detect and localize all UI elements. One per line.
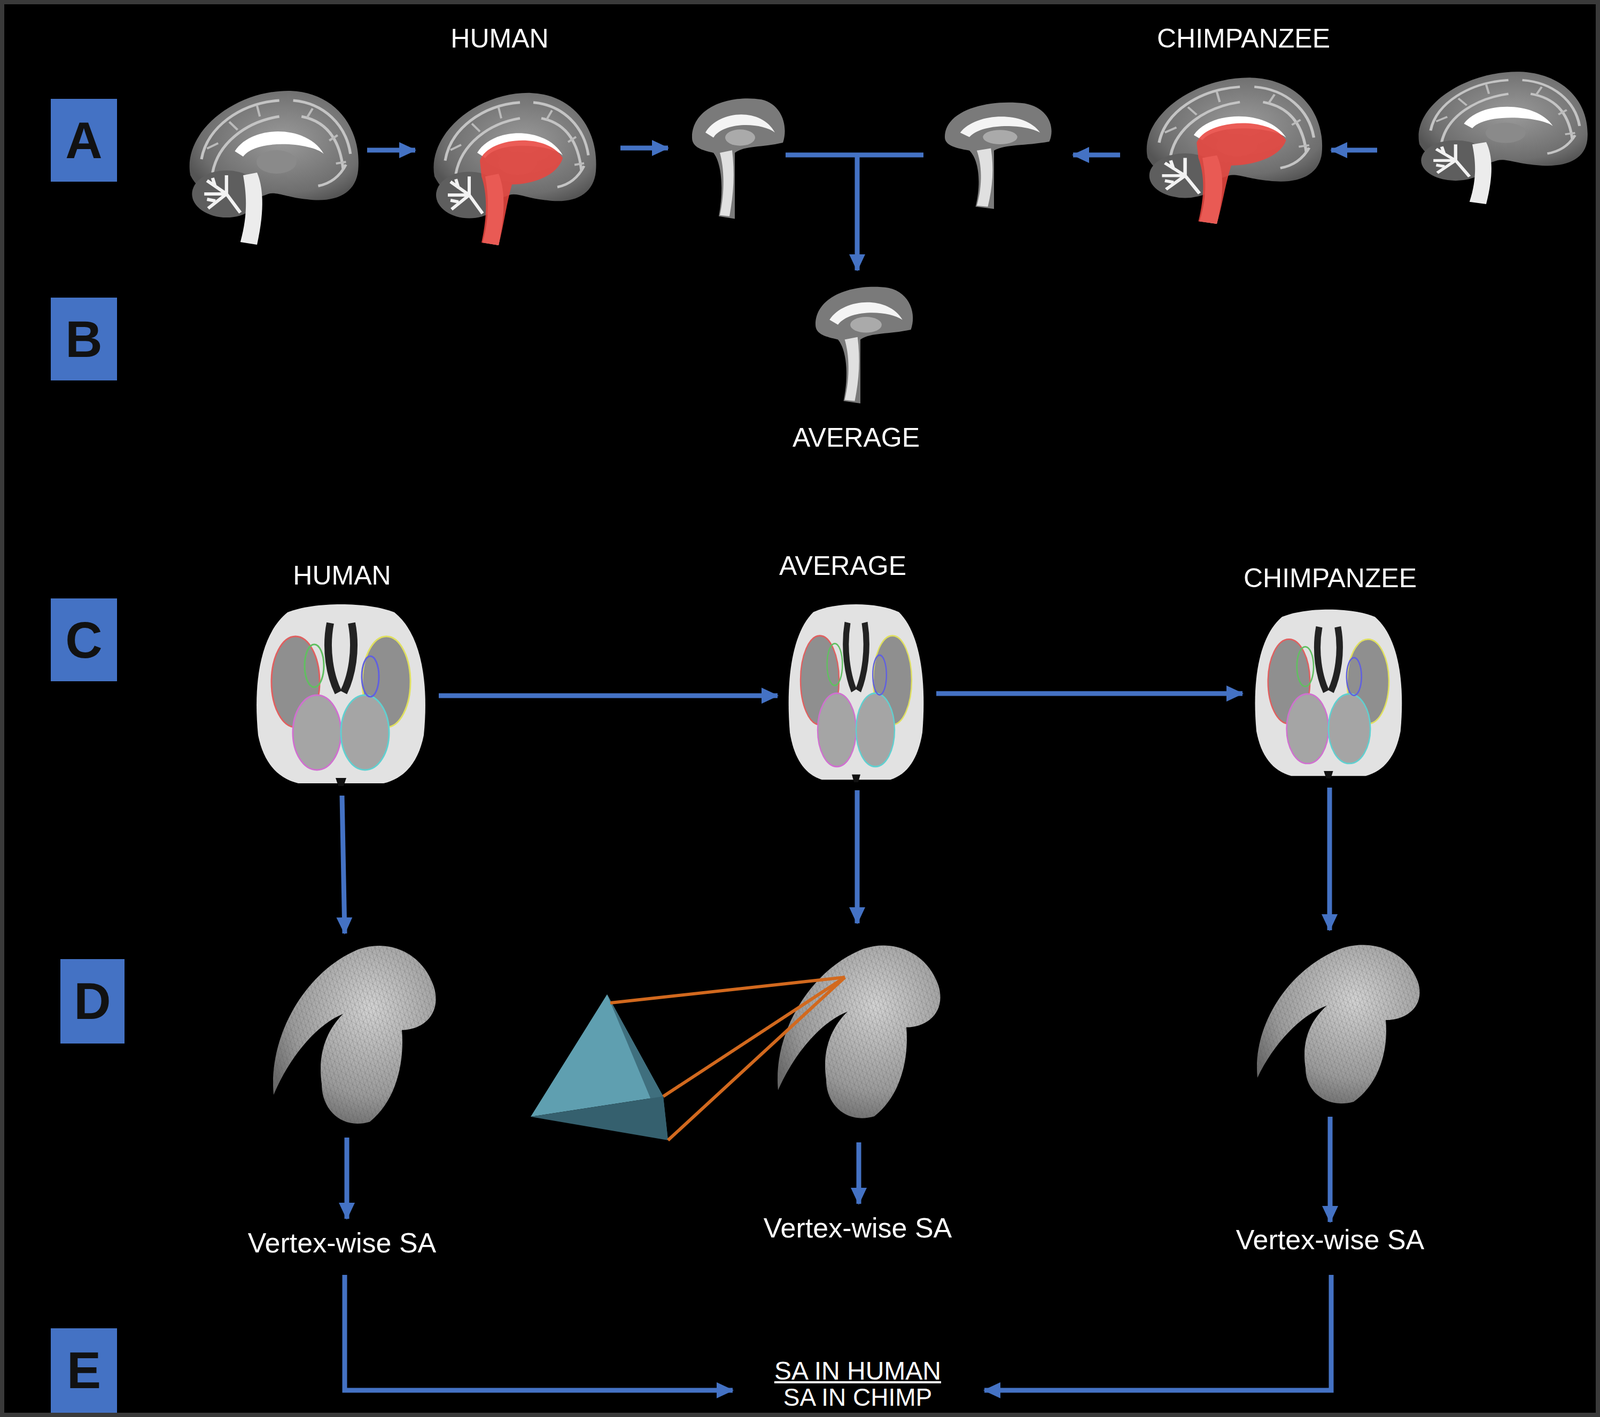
panel-letter: E (66, 1345, 102, 1397)
species-heading: CHIMPANZEE (1156, 24, 1331, 54)
species-heading: CHIMPANZEE (1243, 563, 1417, 594)
species-heading: HUMAN (292, 561, 391, 591)
panel-letter: A (65, 114, 103, 167)
panel-letter-box: E (50, 1328, 118, 1413)
template-label: AVERAGE (792, 423, 920, 453)
panel-letter-box: C (50, 598, 118, 682)
ratio-numerator: SA IN HUMAN (774, 1357, 942, 1386)
panel-letter: D (73, 975, 111, 1028)
panel-letter: C (65, 614, 103, 666)
measure-label: Vertex-wise SA (247, 1228, 437, 1259)
measure-label: Vertex-wise SA (1236, 1224, 1425, 1256)
species-heading: HUMAN (450, 24, 549, 54)
panel-letter: B (65, 313, 103, 365)
panel-letter-box: D (60, 959, 125, 1044)
template-label: AVERAGE (779, 551, 907, 581)
measure-label: Vertex-wise SA (763, 1213, 953, 1244)
ratio-denominator: SA IN CHIMP (783, 1384, 933, 1412)
panel-letter-box: B (50, 297, 118, 381)
panel-letter-box: A (50, 98, 118, 182)
